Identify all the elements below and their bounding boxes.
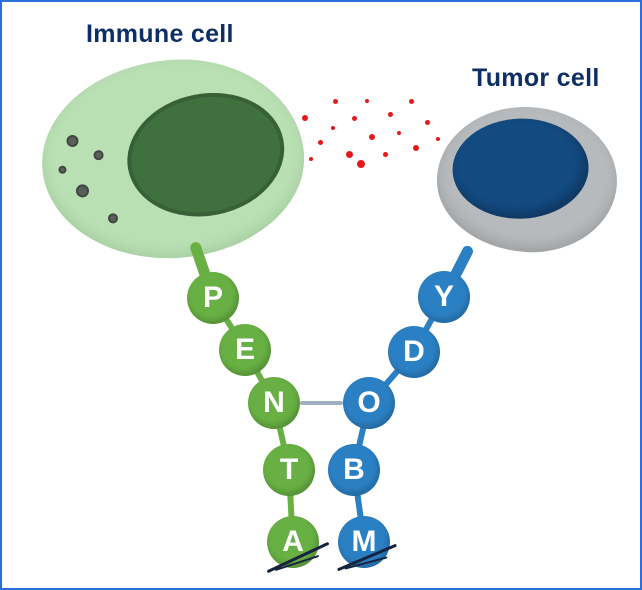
cytokine-dot: [352, 116, 357, 121]
bead-b: B: [328, 444, 380, 496]
tumor-cell-label: Tumor cell: [472, 64, 600, 92]
granule-dot: [58, 165, 67, 175]
cytokine-dot: [388, 112, 393, 117]
bead-d: D: [388, 326, 440, 378]
immune-cell: [35, 51, 311, 267]
cytokine-dot: [369, 134, 375, 140]
cytokine-dot: [309, 157, 313, 161]
cytokine-dot: [302, 115, 308, 121]
granule-dot: [66, 134, 79, 148]
cytokine-dot: [409, 99, 414, 104]
cytokine-dot: [331, 126, 335, 130]
granule-dot: [107, 212, 119, 224]
cytokine-dot: [357, 160, 365, 168]
granule-dot: [93, 149, 104, 161]
cytokine-dot: [333, 99, 338, 104]
cytokine-dot: [318, 140, 323, 145]
cytokine-dot: [425, 120, 430, 125]
immune-cell-nucleus: [116, 79, 295, 230]
bead-n: N: [248, 377, 300, 429]
immune-cell-label: Immune cell: [86, 20, 234, 48]
bead-t: T: [263, 444, 315, 496]
bead-y: Y: [418, 271, 470, 323]
cytokine-dot: [346, 151, 353, 158]
tumor-cell: [433, 102, 621, 257]
junction-connector: [300, 401, 343, 405]
granule-dot: [75, 183, 90, 198]
cytokine-dot: [383, 152, 388, 157]
bead-e: E: [219, 324, 271, 376]
cytokine-dot: [436, 137, 440, 141]
cytokine-dot: [365, 99, 369, 103]
bead-o: O: [343, 377, 395, 429]
tumor-cell-nucleus: [450, 116, 591, 221]
cytokine-dot: [397, 131, 401, 135]
cytokine-dot: [413, 145, 419, 151]
bead-p: P: [187, 272, 239, 324]
